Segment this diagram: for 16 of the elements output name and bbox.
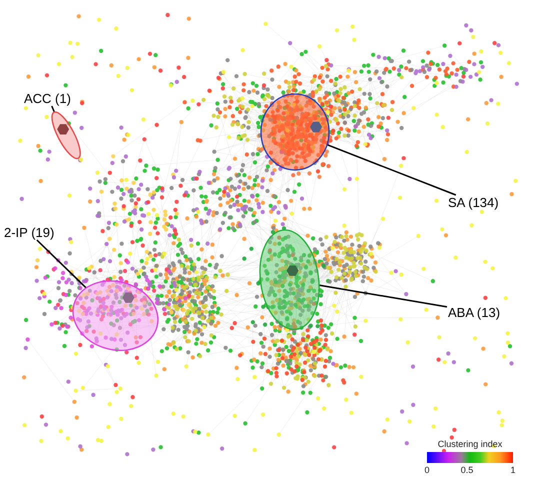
- scale-tick-label: 0.5: [460, 466, 474, 475]
- highlight-ellipse: [260, 93, 330, 171]
- highlight-ellipse: [260, 230, 320, 330]
- scale-title: Clustering index: [438, 440, 502, 449]
- scale-tick-label: 0: [424, 466, 430, 475]
- leader-line: [51, 106, 55, 112]
- leader-line: [319, 284, 448, 308]
- scale-tick-label: 1: [510, 466, 516, 475]
- leader-line: [36, 239, 87, 288]
- highlight-ellipse: [72, 280, 158, 352]
- callout-label: ABA (13): [448, 306, 500, 319]
- highlight-ellipse: [51, 111, 81, 159]
- leader-line: [326, 144, 456, 196]
- callout-label: 2-IP (19): [4, 226, 54, 239]
- callout-label: SA (134): [448, 196, 499, 209]
- callout-label: ACC (1): [24, 92, 71, 105]
